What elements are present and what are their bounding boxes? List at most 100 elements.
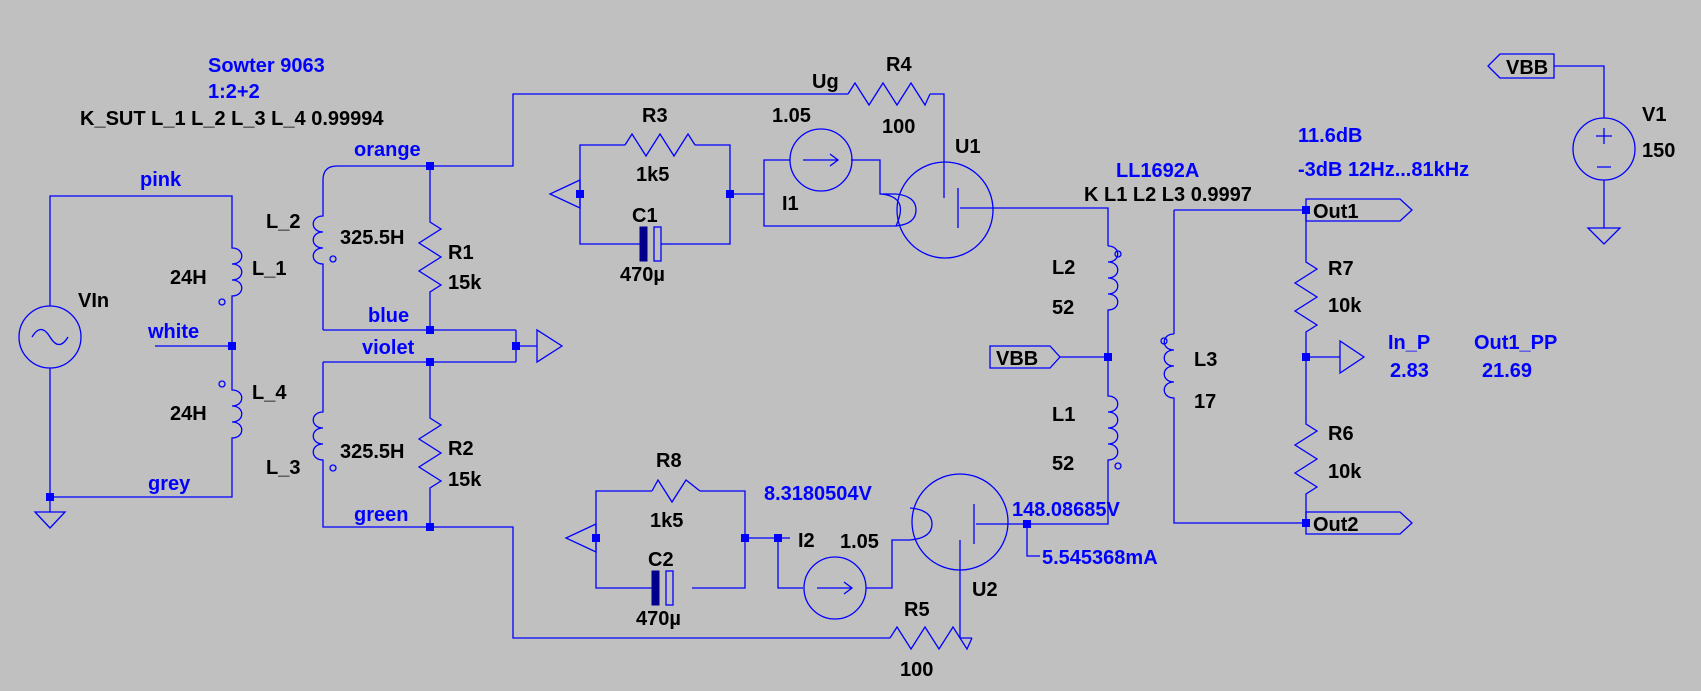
r3-value: 1k5 [636,164,669,186]
c1-value: 470µ [620,264,665,286]
inductor-l3[interactable] [1160,333,1306,524]
i1-value: 1.05 [772,105,811,127]
l-4-label: L_4 [252,382,287,404]
r8-label: R8 [656,450,682,472]
resistor-r4[interactable] [847,81,931,107]
c2-label: C2 [648,549,674,571]
v1-label: V1 [1642,104,1666,126]
ground-divider [1339,339,1366,375]
sut-coupling: K_SUT L_1 L_2 L_3 L_4 0.99994 [80,108,384,130]
source-vin[interactable] [18,305,82,369]
capacitor-c2[interactable] [651,570,674,606]
inductor-l-2[interactable] [312,165,430,330]
vin-label: VIn [78,290,109,312]
current-source-i2[interactable] [803,556,867,620]
r5-value: 100 [900,659,933,681]
resistor-r5[interactable] [889,625,973,651]
inductor-l-3[interactable] [312,362,430,528]
r4-value: 100 [882,116,915,138]
ground-v1 [1586,227,1622,245]
net-violet: violet [362,337,415,359]
l-3-value: 325.5H [340,441,405,463]
wire-grey [49,368,233,498]
i2-value: 1.05 [840,531,879,553]
r5-label: R5 [904,599,930,621]
c1-label: C1 [632,205,658,227]
l3-label: L3 [1194,349,1217,371]
resistor-r6[interactable] [1293,357,1319,523]
capacitor-c1[interactable] [639,226,672,262]
resistor-r3[interactable] [624,132,696,158]
resistor-r7[interactable] [1293,210,1319,357]
measure-bandwidth: -3dB 12Hz...81kHz [1298,159,1469,181]
inductor-l2[interactable] [1107,245,1122,357]
measure-out-pp-value: 21.69 [1482,360,1532,382]
l-2-label: L_2 [266,211,300,233]
source-v1[interactable] [1572,117,1636,181]
ground-cathode-u2 [564,522,597,554]
r8-value: 1k5 [650,510,683,532]
i1-label: I1 [782,193,799,215]
flag-vbb-mid-label: VBB [996,348,1038,370]
wire-anode-u1 [985,207,1109,246]
l3-value: 17 [1194,391,1216,413]
wire-v1 [1554,65,1605,228]
triode-u2[interactable] [909,473,1027,582]
net-grey: grey [148,473,191,495]
ground-center [536,328,564,364]
wire-pink [49,195,233,306]
r6-label: R6 [1328,423,1354,445]
l-3-label: L_3 [266,457,300,479]
i2-label: I2 [798,530,815,552]
net-blue: blue [368,305,409,327]
wire-l3-top [1173,209,1306,334]
resistor-r8[interactable] [651,478,701,504]
triode-u1[interactable] [895,161,994,259]
probe-anode-current: 5.545368mA [1042,547,1158,569]
flag-out1[interactable] [1305,198,1413,222]
r4-label: R4 [886,54,912,76]
net-green: green [354,504,408,526]
out-xfmr-name: LL1692A [1116,160,1199,182]
wire-u2-probe [1026,524,1040,557]
net-ug: Ug [812,71,839,93]
wire-cathode-u1 [579,144,731,245]
net-orange: orange [354,139,421,161]
ground-vin [33,497,67,529]
u2-label: U2 [972,579,998,601]
current-source-i1[interactable] [789,128,853,192]
measure-in-p-label: In_P [1388,332,1430,354]
flag-vbb-top[interactable] [1487,53,1555,79]
wire-grid-u2 [430,526,972,639]
r7-label: R7 [1328,258,1354,280]
l-2-value: 325.5H [340,227,405,249]
flag-vbb-mid[interactable] [989,345,1061,369]
v1-value: 150 [1642,140,1675,162]
u1-label: U1 [955,136,981,158]
r1-value: 15k [448,272,482,294]
inductor-l-1[interactable] [218,236,243,346]
ground-cathode-u1 [548,178,581,210]
inductor-l1[interactable] [1031,357,1122,525]
wire-i1 [730,159,901,227]
resistor-r2[interactable] [417,362,443,527]
resistor-r1[interactable] [417,166,443,330]
l-1-label: L_1 [252,258,286,280]
flag-out1-label: Out1 [1313,201,1359,223]
wire-cathode-u2 [595,490,746,589]
inductor-l-4[interactable] [218,346,243,452]
l-1-value: 24H [170,267,207,289]
sut-ratio: 1:2+2 [208,81,260,103]
r1-label: R1 [448,242,474,264]
wire-i2 [745,537,910,589]
flag-out2[interactable] [1305,511,1413,535]
probe-cathode-voltage: 8.3180504V [764,483,873,505]
measure-gain: 11.6dB [1298,125,1362,147]
l1-value: 52 [1052,453,1074,475]
measure-in-p-value: 2.83 [1390,360,1429,382]
l-4-value: 24H [170,403,207,425]
r2-label: R2 [448,438,474,460]
net-white: white [147,321,199,343]
l1-label: L1 [1052,404,1075,426]
